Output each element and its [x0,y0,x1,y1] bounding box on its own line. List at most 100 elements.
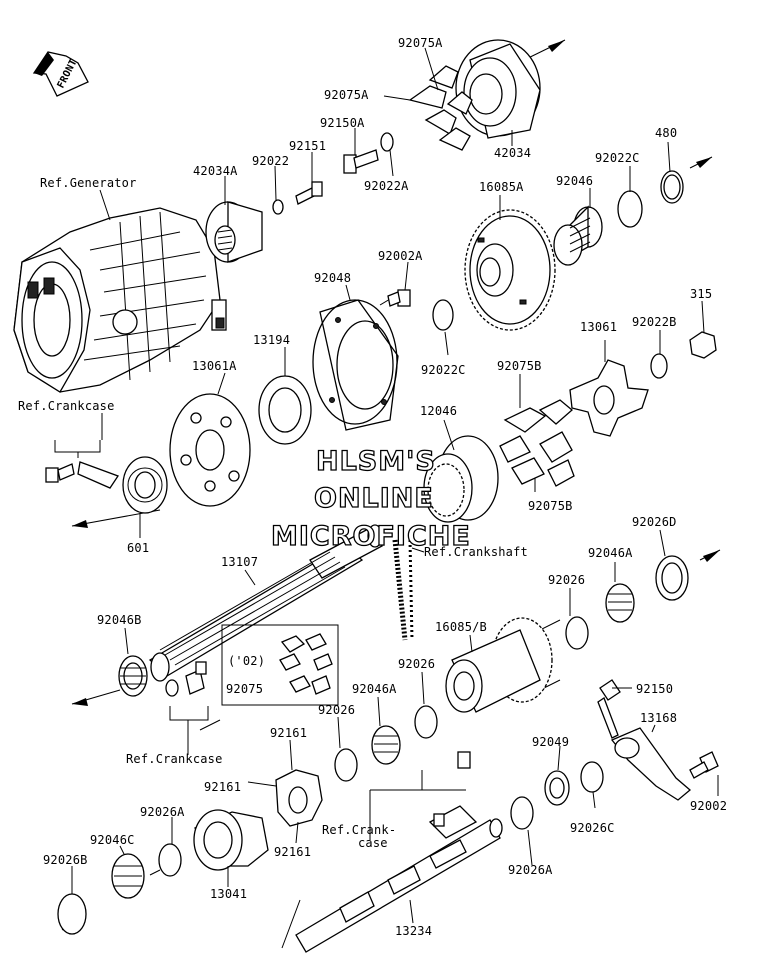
part-92026C-washer [580,761,604,793]
part-ref-crankcase-bracket [45,440,119,489]
label-315: 315 [690,287,712,301]
part-16085B-gear [445,617,553,713]
label-92046B: 92046B [97,613,142,627]
part-92048-ring [312,299,399,431]
label-ref-crank-1: Ref.Crank- [322,823,396,837]
label-480: 480 [655,126,677,140]
label-12046: 12046 [420,404,457,418]
label-92046: 92046 [556,174,593,188]
label-42034: 42034 [494,146,531,160]
part-92075B-dampers [499,399,575,487]
label-92046C: 92046C [90,833,135,847]
label-92161-a: 92161 [270,726,307,740]
watermark-line-2: ONLINE [314,483,434,514]
part-16085A-gear [464,209,556,331]
label-92049: 92049 [532,735,569,749]
part-92046B-bearing [118,655,148,697]
label-92002: 92002 [690,799,727,813]
label-92026-mid: 92026 [398,657,435,671]
label-92075A-top: 92075A [398,36,443,50]
part-92002-bolt [689,751,719,779]
part-crankshaft-chain [392,539,414,641]
label-92075B-bot: 92075B [528,499,573,513]
part-92022-washer [272,199,284,215]
label-92026-low: 92026 [318,703,355,717]
part-92026-washer-low [334,748,358,782]
label-92026B: 92026B [43,853,88,867]
part-480-circlip [660,170,684,204]
part-13194-ring [258,375,312,445]
label-92022C-top: 92022C [595,151,640,165]
watermark-line-1: HLSM'S [316,446,436,477]
label-92022: 92022 [252,154,289,168]
label-ref-generator: Ref.Generator [40,176,137,190]
label-601: 601 [127,541,149,555]
part-92026D-ring [655,555,689,601]
watermark: HLSM'S ONLINE MICROFICHE [270,445,471,552]
part-92049-seal [544,770,570,806]
label-92026-right: 92026 [548,573,585,587]
part-92046C-bearing [111,853,145,899]
label-92026A-bot: 92026A [508,863,553,877]
label-92151: 92151 [289,139,326,153]
part-92150A-bolt [343,132,394,174]
part-13234-shaft [295,818,503,953]
label-92048: 92048 [314,271,351,285]
part-601-bearing [122,456,168,514]
label-92075A-left: 92075A [324,88,369,102]
label-13107: 13107 [221,555,258,569]
label-ref-crankcase-top: Ref.Crankcase [18,399,115,413]
part-92161-hub [275,769,323,827]
label-92046A-right: 92046A [588,546,633,560]
part-12046-sprocket [423,435,499,523]
part-92151-bolt [295,181,323,205]
part-92026A-washer-left [158,843,182,877]
label-ref-crankcase-bot: Ref.Crankcase [126,752,223,766]
front-arrow-icon: FRONT [32,51,89,97]
watermark-line-3: MICROFICHE [271,521,471,552]
label-13194: 13194 [253,333,290,347]
label-16085B: 16085/B [435,620,487,634]
label-ref-crank-2: case [358,836,388,850]
label-92022A: 92022A [364,179,409,193]
label-92026D: 92026D [632,515,677,529]
part-labels: 92075A 92075A 42034 92150A 92022A 92151 … [18,36,727,938]
part-92046A-bearing-mid [371,725,401,765]
label-92022C-mid: 92022C [421,363,466,377]
label-16085A: 16085A [479,180,524,194]
part-13168-lever [610,727,692,801]
label-13041: 13041 [210,887,247,901]
part-13041-housing [193,809,269,871]
part-42034A [205,201,263,263]
label-02: ('02) [228,654,265,668]
part-92026-washer-mid [414,705,438,739]
label-13168: 13168 [640,711,677,725]
part-92026-washer-right [565,616,589,650]
part-13061A-plate [169,393,251,507]
leader-lines [71,47,719,924]
part-92075A-dampers [408,65,473,151]
label-92046A-mid: 92046A [352,682,397,696]
label-92026A-left: 92026A [140,805,185,819]
label-92161-c: 92161 [274,845,311,859]
label-13061: 13061 [580,320,617,334]
label-92150: 92150 [636,682,673,696]
part-ref-crankcase-bottom [369,751,478,840]
part-315-nut [689,331,717,359]
part-92022B-washer [650,353,668,379]
part-92022C-washer [432,299,454,331]
part-92026A-washer-bot [510,796,534,830]
generator-assembly [13,207,227,393]
part-92046A-bearing-right [605,583,635,623]
part-92026B-washer [57,893,87,935]
part-13061-hub [569,359,649,437]
part-42034-housing [455,39,541,139]
part-crankcase-pin [165,661,209,752]
inset-92075-box [221,624,339,706]
part-92046-bearing [553,205,603,266]
label-92161-b: 92161 [204,780,241,794]
label-92002A: 92002A [378,249,423,263]
label-92150A: 92150A [320,116,365,130]
label-92026C: 92026C [570,821,615,835]
